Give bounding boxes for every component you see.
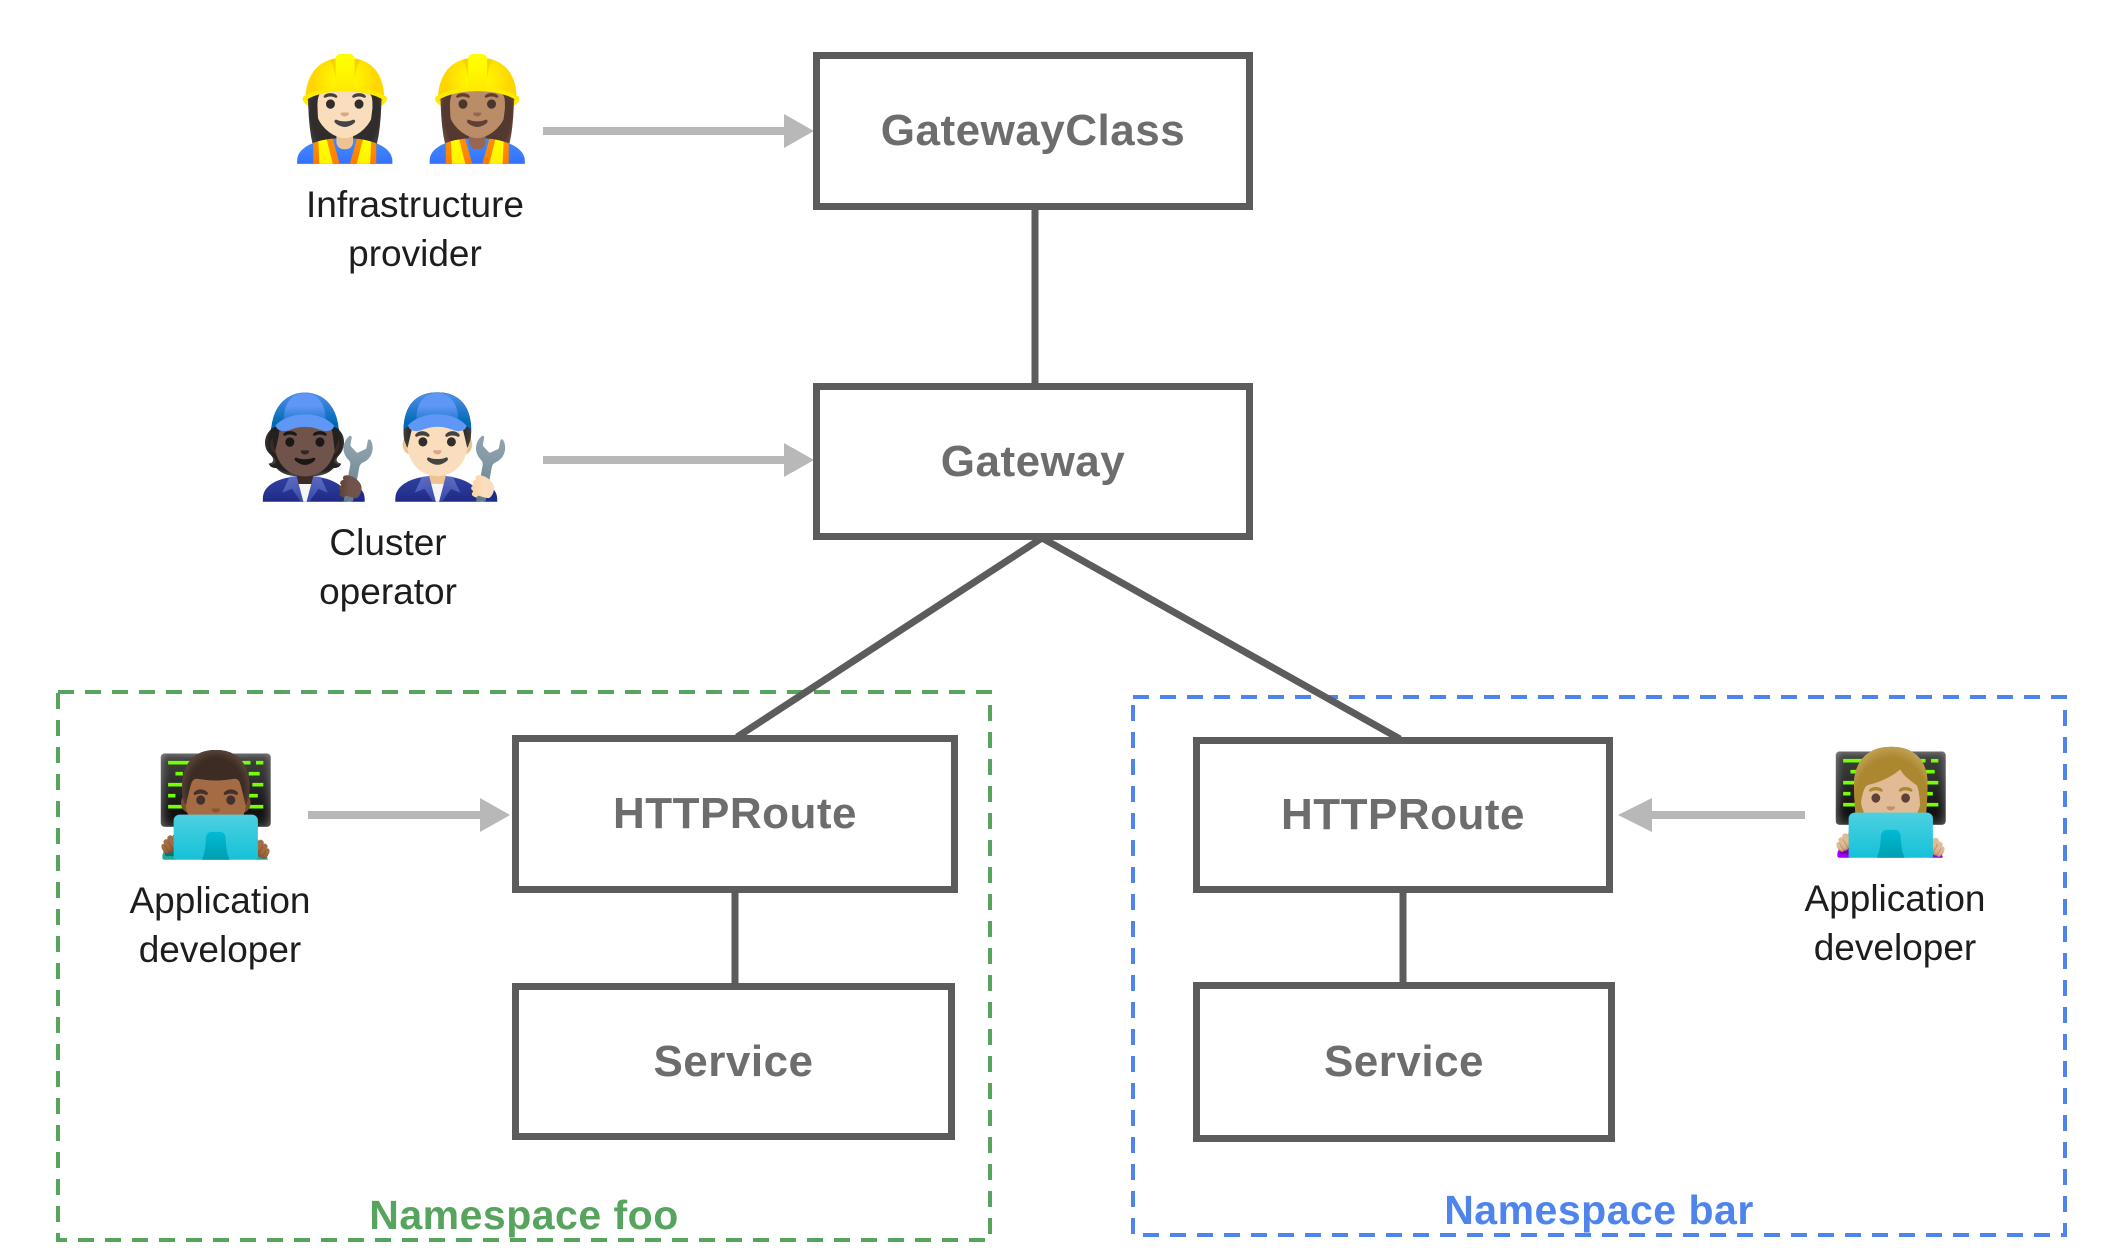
node-httproute-foo-label: HTTPRoute <box>612 789 858 838</box>
label-line: developer <box>1813 926 1977 968</box>
label-line: provider <box>348 232 482 274</box>
label-line: operator <box>319 570 457 612</box>
node-service-foo: Service <box>512 983 955 1140</box>
node-gatewayclass-label: GatewayClass <box>880 106 1186 155</box>
node-httproute-bar-label: HTTPRoute <box>1280 790 1526 839</box>
node-service-bar-label: Service <box>1323 1037 1485 1086</box>
arrow-cluster-operator-to-gateway <box>543 443 814 477</box>
man-technologist-icon: 👨🏾‍💻 <box>153 749 287 861</box>
persona-app-developer-bar: 👩🏼‍💻 Application developer <box>1745 746 2045 973</box>
node-service-bar: Service <box>1193 982 1615 1142</box>
label-line: Infrastructure <box>306 184 524 225</box>
persona-infrastructure-provider-label: Infrastructure provider <box>306 181 524 279</box>
namespace-bar-label: Namespace bar <box>1444 1187 1754 1233</box>
label-line: Application <box>129 880 311 921</box>
persona-app-developer-foo-label: Application developer <box>129 877 310 975</box>
label-line: Application <box>1804 878 1986 919</box>
edge-gateway-httproute-bar <box>1040 534 1402 743</box>
persona-cluster-operator-label: Cluster operator <box>319 519 457 617</box>
namespace-foo-label: Namespace foo <box>369 1192 679 1238</box>
node-service-foo-label: Service <box>653 1036 814 1086</box>
edge-gateway-httproute-foo <box>735 535 1044 740</box>
arrow-app-developer-to-httproute-foo <box>308 798 510 832</box>
arrow-infrastructure-provider-to-gatewayclass <box>543 114 814 148</box>
node-gatewayclass: GatewayClass <box>813 52 1253 210</box>
label-line: Cluster <box>329 522 447 563</box>
node-httproute-foo: HTTPRoute <box>512 735 958 893</box>
persona-cluster-operator: 🧑🏿‍🔧👨🏻‍🔧 Cluster operator <box>188 390 588 617</box>
node-gateway: Gateway <box>813 383 1253 540</box>
persona-infrastructure-provider: 👷🏻‍♀️👷🏽‍♀️ Infrastructure provider <box>215 52 615 279</box>
namespace-bar-boundary <box>1131 695 2067 1237</box>
node-gateway-label: Gateway <box>940 436 1126 486</box>
woman-technologist-icon: 👩🏼‍💻 <box>1828 747 1962 859</box>
node-httproute-bar: HTTPRoute <box>1193 737 1613 893</box>
woman-construction-worker-icons: 👷🏻‍♀️👷🏽‍♀️ <box>282 53 548 165</box>
persona-app-developer-foo: 👨🏾‍💻 Application developer <box>70 748 370 975</box>
mechanic-icons: 🧑🏿‍🔧👨🏻‍🔧 <box>255 391 521 503</box>
arrow-app-developer-to-httproute-bar <box>1618 798 1805 832</box>
namespace-foo-boundary <box>56 690 992 1242</box>
label-line: developer <box>138 928 302 970</box>
persona-app-developer-bar-label: Application developer <box>1804 875 1985 973</box>
